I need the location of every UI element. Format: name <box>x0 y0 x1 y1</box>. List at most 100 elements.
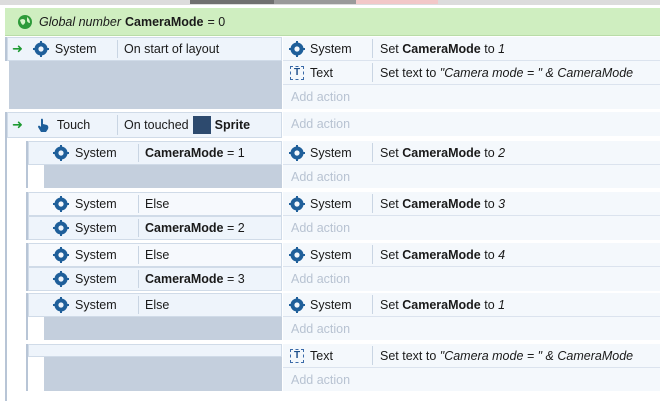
gear-icon <box>289 144 305 161</box>
action-variable: CameraMode <box>402 145 481 160</box>
subevent-2-condition-2[interactable]: System CameraMode = 2 <box>28 216 282 240</box>
condition-text: On start of layout <box>124 42 220 56</box>
action-value: 3 <box>498 196 506 211</box>
subevent-5-condition-empty[interactable] <box>28 344 282 357</box>
divider <box>117 40 118 58</box>
condition-text: CameraMode = 3 <box>145 272 245 286</box>
toolbar-tab-3[interactable] <box>356 0 438 4</box>
subevent-1-condition[interactable]: System CameraMode = 1 <box>28 141 282 165</box>
gear-icon <box>289 246 305 263</box>
divider <box>138 219 139 237</box>
subevent-1-pad[interactable] <box>44 165 282 188</box>
add-action-link[interactable]: Add action <box>283 85 660 109</box>
action-text: Set CameraMode to 1 <box>380 42 505 56</box>
condition-object: System <box>75 272 117 286</box>
action-object: Text <box>310 65 333 80</box>
action-connector: to <box>484 41 495 56</box>
action-connector: to <box>484 297 495 312</box>
subevent-5-pad[interactable] <box>44 357 282 391</box>
toolbar-tab-2[interactable] <box>274 0 356 4</box>
action-verb: Set <box>380 145 399 160</box>
divider <box>117 115 118 135</box>
subevent-3-action[interactable]: System Set CameraMode to 4 <box>283 243 660 267</box>
subevent-5-edge <box>26 344 28 391</box>
event-1-condition-pad[interactable] <box>9 61 282 109</box>
condition-object: System <box>54 42 97 56</box>
event-1-edge <box>5 37 7 61</box>
text-object-icon: T <box>290 65 304 80</box>
condition-text: Else <box>145 197 170 211</box>
event-2-edge <box>5 112 7 401</box>
condition-object: System <box>75 248 117 262</box>
action-object: System <box>310 41 352 56</box>
divider <box>372 295 373 314</box>
condition-object-name: Sprite <box>214 118 251 132</box>
condition-compare: = 2 <box>226 221 245 235</box>
global-value: = 0 <box>207 14 226 29</box>
touch-icon <box>37 118 49 132</box>
action-variable: CameraMode <box>402 196 481 211</box>
condition-text: On touched Sprite <box>124 116 250 134</box>
global-variable-name: CameraMode <box>125 14 204 29</box>
gear-icon <box>289 40 305 57</box>
add-action-link[interactable]: Add action <box>283 368 660 391</box>
subevent-2-action[interactable]: System Set CameraMode to 3 <box>283 192 660 216</box>
add-action-link[interactable]: Add action <box>283 317 660 340</box>
divider <box>372 63 373 82</box>
event-arrow-icon[interactable]: ➜ <box>12 117 23 132</box>
action-object: Text <box>310 348 333 363</box>
gear-icon <box>53 145 69 161</box>
event-arrow-icon[interactable]: ➜ <box>12 41 23 56</box>
gear-icon <box>53 271 69 287</box>
add-action-link[interactable]: Add action <box>283 165 660 188</box>
divider <box>138 246 139 264</box>
subevent-3-condition-2[interactable]: System CameraMode = 3 <box>28 267 282 291</box>
subevent-4-pad[interactable] <box>44 317 282 340</box>
gear-icon <box>53 247 69 263</box>
add-action-link[interactable]: Add action <box>283 216 660 240</box>
condition-object: System <box>75 197 117 211</box>
condition-compare: = 3 <box>226 272 245 286</box>
event-2-condition[interactable]: ➜ Touch On touched Sprite <box>7 112 282 138</box>
subevent-2-edge <box>26 192 28 240</box>
action-value: 2 <box>498 145 506 160</box>
condition-text: CameraMode = 2 <box>145 221 245 235</box>
condition-compare: = 1 <box>226 146 245 160</box>
event-1-condition[interactable]: ➜ System On start of layout <box>7 37 282 61</box>
action-verb: Set text to <box>380 348 437 363</box>
sprite-icon <box>192 116 211 134</box>
add-action-link[interactable]: Add action <box>283 267 660 291</box>
action-value: 1 <box>498 297 506 312</box>
subevent-2-condition-1[interactable]: System Else <box>28 192 282 216</box>
subevent-4-edge <box>26 293 28 340</box>
add-action-link[interactable]: Add action <box>283 112 660 136</box>
subevent-4-condition[interactable]: System Else <box>28 293 282 317</box>
divider <box>138 296 139 314</box>
gear-icon <box>32 41 49 57</box>
global-variable-row[interactable]: Global number CameraMode = 0 <box>5 8 660 36</box>
toolbar-tab-1[interactable] <box>190 0 274 4</box>
action-text: Set CameraMode to 2 <box>380 146 505 160</box>
toolbar-strip <box>0 0 660 5</box>
divider <box>372 346 373 365</box>
divider <box>372 245 373 264</box>
subevent-4-action[interactable]: System Set CameraMode to 1 <box>283 293 660 317</box>
global-prefix: Global number <box>39 14 121 29</box>
divider <box>372 194 373 213</box>
gear-icon <box>53 196 69 212</box>
event-1-action-2[interactable]: T Text Set text to "Camera mode = " & Ca… <box>283 61 660 85</box>
gear-icon <box>289 195 305 212</box>
condition-object: Touch <box>56 118 91 132</box>
subevent-5-action[interactable]: T Text Set text to "Camera mode = " & Ca… <box>283 344 660 368</box>
divider <box>138 144 139 162</box>
globe-icon <box>18 14 32 29</box>
condition-text: Else <box>145 298 170 312</box>
subevent-1-action[interactable]: System Set CameraMode to 2 <box>283 141 660 165</box>
action-variable: CameraMode <box>402 41 481 56</box>
action-text: Set CameraMode to 1 <box>380 298 505 312</box>
condition-text: Else <box>145 248 170 262</box>
action-value: "Camera mode = " & CameraMode <box>439 65 634 80</box>
event-1-action-1[interactable]: System Set CameraMode to 1 <box>283 37 660 61</box>
subevent-3-condition-1[interactable]: System Else <box>28 243 282 267</box>
action-text: Set text to "Camera mode = " & CameraMod… <box>380 349 633 363</box>
